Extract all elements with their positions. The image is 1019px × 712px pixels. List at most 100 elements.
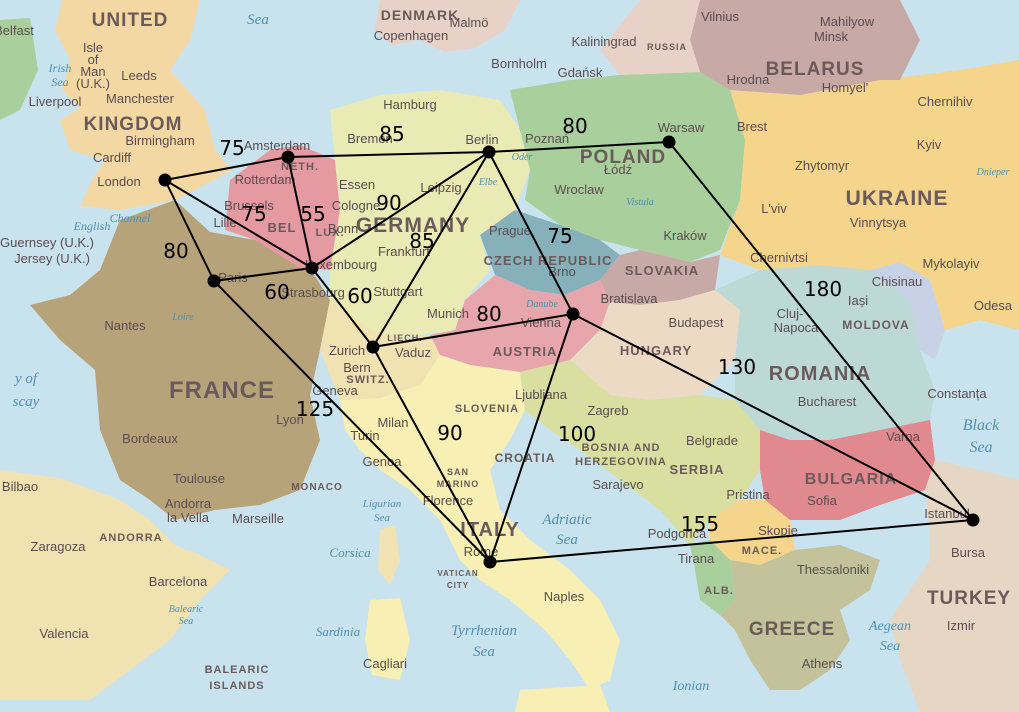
city-label: Chisinau — [872, 274, 923, 289]
graph-node-warsaw — [662, 135, 676, 149]
sea-label: Sea — [969, 439, 992, 456]
country-label: HERZEGOVINA — [575, 456, 667, 468]
graph-edge-vienna-rome — [489, 313, 574, 563]
graph-edge-amsterdam-luxembourg — [287, 156, 313, 269]
sea-label: Balearic — [169, 604, 204, 615]
edge-weight-label: 130 — [718, 355, 756, 379]
city-label: Warsaw — [658, 120, 705, 135]
city-label: Copenhagen — [374, 28, 448, 43]
sardinia-land — [365, 598, 410, 680]
belarus-land — [690, 0, 920, 95]
city-label: Minsk — [814, 29, 848, 44]
edge-weight-label: 75 — [241, 202, 266, 226]
city-label: Amsterdam — [244, 138, 310, 153]
city-label: Wroclaw — [554, 182, 604, 197]
city-label: Birmingham — [125, 133, 194, 148]
macedonia-land — [710, 500, 795, 565]
graph-node-amsterdam — [281, 150, 295, 164]
city-label: Barcelona — [149, 574, 208, 589]
graph-node-istanbul — [966, 513, 980, 527]
france-land — [30, 200, 330, 520]
poland-land — [510, 72, 745, 262]
city-label: Constanța — [927, 386, 987, 401]
edge-weight-label: 100 — [558, 422, 596, 446]
sea-label: Sardinia — [316, 624, 361, 639]
city-label: Belgrade — [686, 433, 738, 448]
city-label: Florence — [423, 493, 474, 508]
country-label: CITY — [447, 581, 469, 590]
graph-edge-london-luxembourg — [164, 179, 313, 269]
sea-label: Sea — [556, 532, 578, 548]
city-label: Frankfurt — [378, 244, 430, 259]
country-label: SERBIA — [669, 462, 724, 477]
graph-edge-berlin-warsaw — [488, 141, 670, 153]
edge-weight-label: 180 — [804, 277, 842, 301]
city-label: Iași — [848, 293, 868, 308]
italy-land — [340, 355, 620, 690]
graph-edge-zurich-berlin — [372, 151, 490, 348]
edge-weight-label: 90 — [376, 191, 401, 215]
uk-land — [55, 0, 232, 210]
city-label: Zagreb — [587, 403, 628, 418]
switzerland-land — [320, 300, 440, 400]
city-label: Istanbul — [924, 506, 970, 521]
city-label: Toulouse — [173, 471, 225, 486]
city-label: Milan — [377, 415, 408, 430]
edge-weight-label: 85 — [409, 229, 434, 253]
city-label: Nantes — [104, 318, 146, 333]
bulgaria-land — [760, 420, 935, 520]
country-label: LUX. — [315, 227, 344, 239]
city-label: Bornholm — [491, 56, 547, 71]
city-label: Thessaloniki — [797, 562, 869, 577]
city-label: Isle — [83, 40, 103, 55]
city-label: Hamburg — [383, 97, 436, 112]
city-label: Podgorica — [648, 526, 707, 541]
graph-edge-london-amsterdam — [164, 156, 289, 181]
sea-label: scay — [13, 394, 40, 410]
sea-label: Vistula — [626, 197, 654, 208]
city-label: Bilbao — [2, 479, 38, 494]
country-label: BELARUS — [766, 59, 865, 80]
city-label: Zaragoza — [31, 539, 87, 554]
country-label: LIECH. — [387, 333, 423, 343]
greece-land — [720, 545, 880, 690]
city-label: Valencia — [40, 626, 90, 641]
country-label: FRANCE — [169, 377, 275, 404]
graph-edge-zurich-rome — [372, 346, 491, 563]
sea-label: Danube — [525, 299, 558, 310]
city-label: Bursa — [951, 545, 986, 560]
city-label: Bordeaux — [122, 431, 178, 446]
city-label: Marseille — [232, 511, 284, 526]
country-label: SWITZ. — [346, 374, 389, 386]
city-label: Poznań — [525, 131, 569, 146]
sea-label: Corsica — [329, 545, 371, 560]
country-label: ANDORRA — [99, 532, 162, 544]
graph-edge-luxembourg-berlin — [311, 151, 490, 269]
city-label: London — [97, 174, 140, 189]
city-label: Cologne — [332, 198, 380, 213]
city-label: of — [88, 52, 99, 67]
city-label: Man — [80, 64, 105, 79]
czech-land — [480, 210, 620, 295]
city-label: Naples — [544, 589, 585, 604]
city-label: Essen — [339, 177, 375, 192]
city-labels: BelfastIsleofMan(U.K.)LeedsLiverpoolManc… — [0, 9, 1013, 671]
country-label: RUSSIA — [647, 42, 687, 52]
graph-edge-zurich-vienna — [372, 313, 574, 348]
country-label: BEL — [268, 220, 297, 235]
country-label: ROMANIA — [769, 363, 872, 385]
sea-label: Oder — [512, 152, 533, 163]
ukraine-land — [720, 60, 1019, 330]
graph-edges — [164, 141, 974, 563]
graph-node-paris — [207, 274, 221, 288]
baltic-land — [600, 0, 700, 75]
city-label: Brest — [737, 119, 768, 134]
city-label: Napoca — [774, 320, 820, 335]
sea-label: Irish — [48, 61, 72, 75]
graph-edge-berlin-vienna — [488, 151, 574, 315]
country-label: DENMARK — [381, 7, 460, 23]
sea-label: English — [73, 219, 111, 233]
city-label: Munich — [427, 306, 469, 321]
city-label: Homyel' — [822, 80, 869, 95]
graph-node-berlin — [482, 145, 496, 159]
